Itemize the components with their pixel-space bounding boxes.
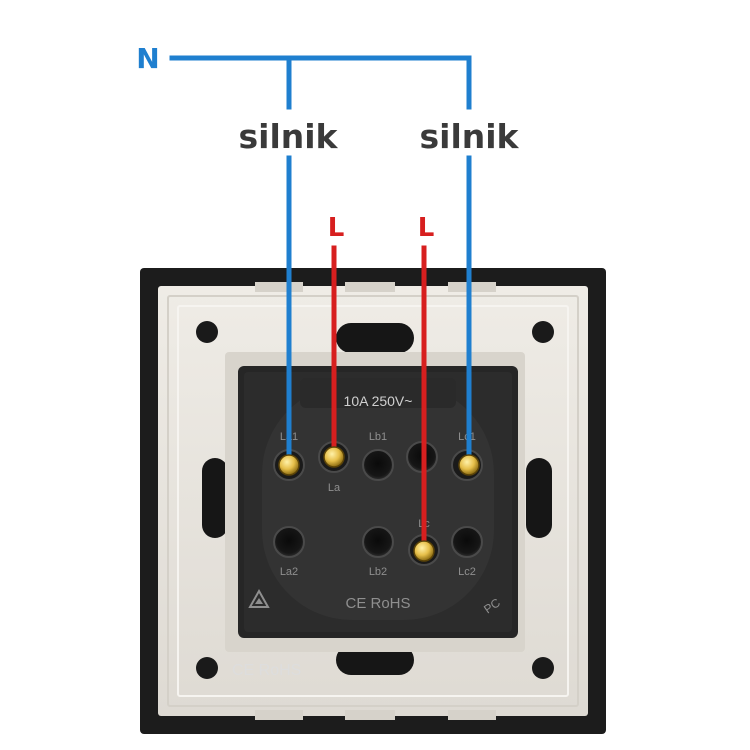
screw-hole xyxy=(532,321,554,343)
neutral-label: N xyxy=(136,42,159,75)
terminal-label-lc2: Lc2 xyxy=(458,566,476,578)
screw-hole xyxy=(196,321,218,343)
terminal-lc2 xyxy=(451,526,483,558)
load-label-left: silnik xyxy=(238,117,338,156)
brass-screw-la1 xyxy=(278,454,300,476)
terminal-label-la2: La2 xyxy=(280,566,298,578)
switch-mechanism: 10A 250V~ La1 Lb1 Lc1 La Lc La2 Lb2 Lc2 xyxy=(238,366,518,638)
mounting-slot xyxy=(336,645,414,675)
brass-screw-lc1 xyxy=(458,454,480,476)
terminal-lb1 xyxy=(362,449,394,481)
terminal-label-lb2: Lb2 xyxy=(369,566,387,578)
load-label-right: silnik xyxy=(419,117,519,156)
frame-cert-text: CE RoHS xyxy=(232,662,301,679)
screw-hole xyxy=(532,657,554,679)
mounting-slot xyxy=(336,323,414,353)
mounting-slot xyxy=(202,458,228,538)
recycle-icon xyxy=(248,588,270,608)
rating-text: 10A 250V~ xyxy=(344,393,413,409)
terminal-lb2 xyxy=(362,526,394,558)
terminal-la2 xyxy=(273,526,305,558)
terminal-label-lb1: Lb1 xyxy=(369,431,387,443)
mounting-slot xyxy=(526,458,552,538)
line-label-right: L xyxy=(418,213,435,243)
brass-screw-la xyxy=(323,446,345,468)
terminal-label-la: La xyxy=(328,482,341,494)
line-label-left: L xyxy=(328,213,345,243)
cert-text: CE RoHS xyxy=(345,595,410,612)
connected-screws xyxy=(278,446,480,562)
neutral-wire xyxy=(169,55,472,469)
wall-switch: CE RoHS 10A 250V~ La1 Lb1 Lc1 La xyxy=(140,268,606,734)
brass-screw-lc xyxy=(413,540,435,562)
screw-hole xyxy=(196,657,218,679)
live-wire xyxy=(331,245,427,554)
